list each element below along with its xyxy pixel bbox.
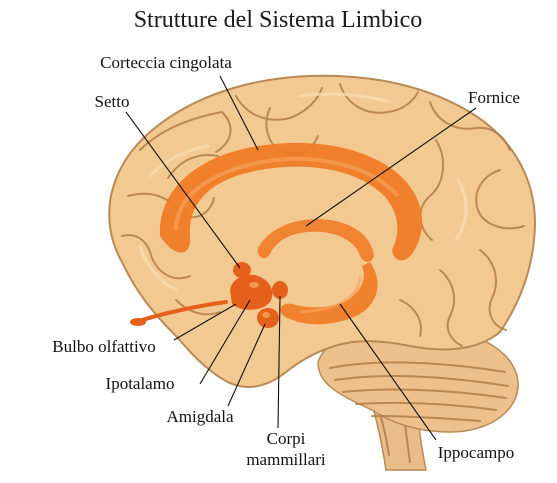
hippocampus — [280, 262, 378, 325]
label-corteccia-cingolata: Corteccia cingolata — [100, 53, 232, 72]
leader-ippocampo — [339, 303, 437, 441]
fornix — [257, 219, 374, 262]
diagram-title: Strutture del Sistema Limbico — [134, 7, 423, 33]
leader-setto — [125, 111, 241, 269]
label-amigdala: Amigdala — [166, 407, 233, 426]
leader-corpi-mammillari — [277, 295, 281, 429]
amygdala-structure — [257, 308, 279, 328]
label-corpi-mammillari-line1: Corpi — [267, 429, 306, 448]
mammillary-bodies-structure — [272, 281, 288, 299]
label-setto: Setto — [95, 92, 130, 111]
leader-ipotalamo — [199, 299, 251, 385]
label-corpi-mammillari-line2: mammillari — [246, 450, 326, 469]
hypothalamus-structure — [230, 274, 273, 310]
label-ippocampo: Ippocampo — [438, 443, 514, 462]
leader-bulbo-olfattivo — [173, 303, 237, 341]
leader-fornice — [305, 107, 477, 227]
label-ipotalamo: Ipotalamo — [106, 374, 175, 393]
septum-structure — [233, 262, 251, 278]
label-fornice: Fornice — [468, 88, 520, 107]
leader-corteccia-cingolata — [219, 75, 259, 151]
label-bulbo-olfattivo: Bulbo olfattivo — [52, 337, 155, 356]
leader-amigdala — [227, 323, 266, 407]
